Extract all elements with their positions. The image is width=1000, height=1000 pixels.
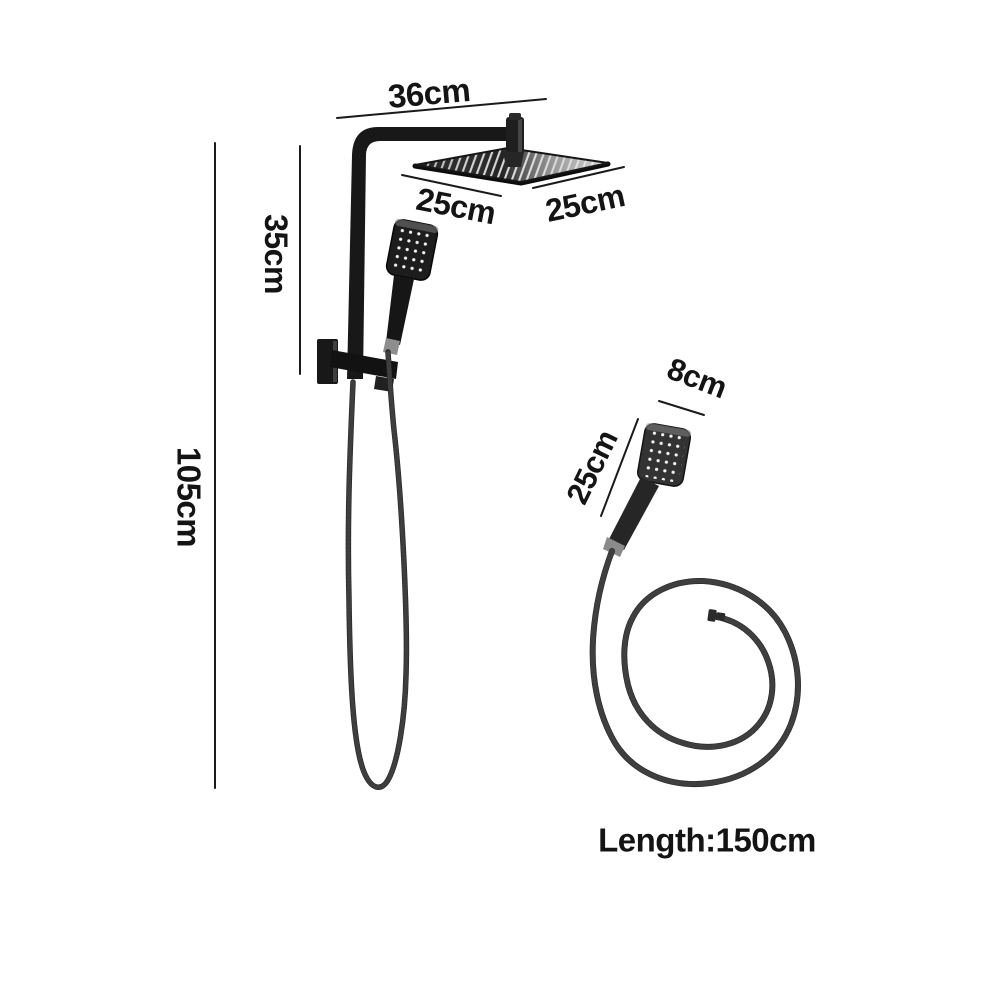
handheld-shower-ferrule: [603, 537, 625, 557]
hand-shower-left: [383, 218, 439, 355]
hand-shower-left-handle: [386, 275, 414, 345]
label-head-side-right: 25cm: [542, 177, 628, 229]
handheld-shower-handle: [608, 477, 659, 550]
label-upper-drop: 35cm: [258, 214, 294, 294]
label-handset-width: 8cm: [662, 351, 731, 405]
handheld-shower: [603, 423, 692, 557]
hose-coil: [589, 548, 801, 787]
dim-line-arm-length: [336, 98, 547, 119]
dim-line-handset-width: [658, 400, 705, 416]
label-rail-height: 105cm: [171, 447, 208, 547]
dim-line-head-left: [401, 174, 502, 197]
label-arm-length: 36cm: [386, 71, 471, 115]
label-handset-length: 25cm: [559, 425, 624, 510]
hand-shower-hose: [345, 349, 410, 790]
rail-bracket: [317, 339, 398, 392]
label-hose-length: Length:150cm: [598, 822, 816, 859]
shower-rail-and-arm: [347, 127, 514, 379]
arm-connector: [503, 113, 524, 167]
dim-line-handset-length: [600, 418, 639, 517]
hose-end-connector: [707, 609, 726, 622]
rain-shower-head: [412, 147, 611, 186]
dim-line-head-right: [532, 166, 625, 189]
